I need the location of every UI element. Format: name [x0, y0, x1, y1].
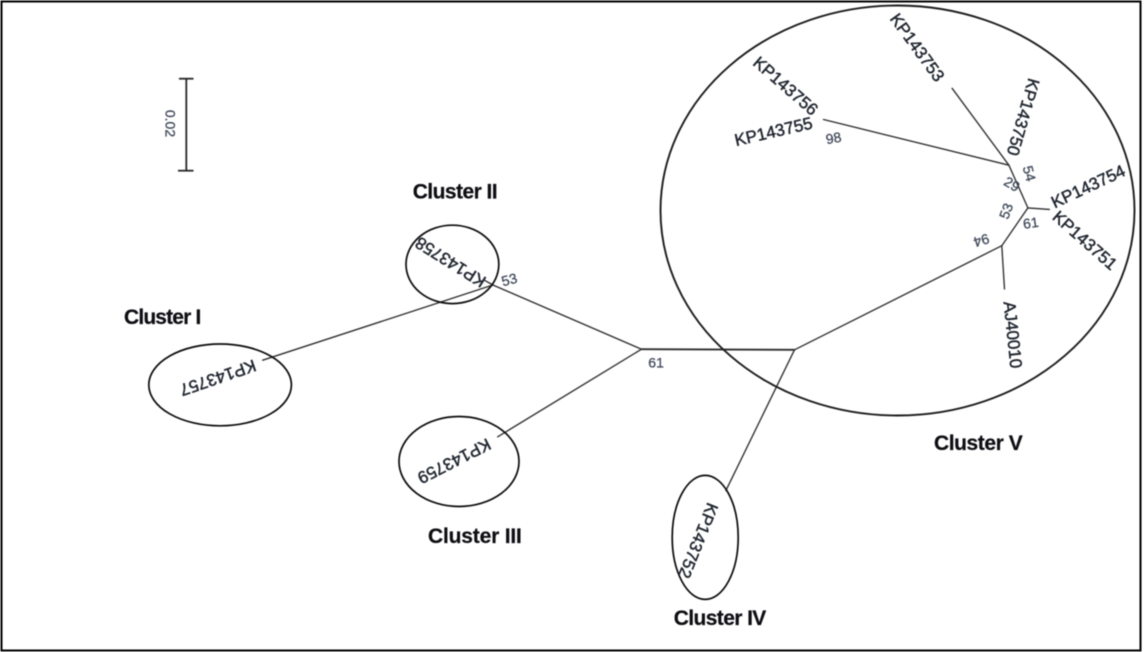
svg-text:94: 94: [972, 231, 992, 251]
svg-text:Cluster III: Cluster III: [428, 525, 522, 548]
svg-text:Cluster V: Cluster V: [934, 432, 1023, 455]
svg-text:61: 61: [648, 355, 664, 371]
svg-text:Cluster II: Cluster II: [413, 181, 497, 204]
svg-text:Cluster IV: Cluster IV: [674, 607, 767, 630]
svg-text:Cluster I: Cluster I: [124, 306, 200, 329]
svg-text:53: 53: [996, 201, 1016, 221]
svg-text:0.02: 0.02: [163, 110, 179, 137]
svg-text:61: 61: [1022, 214, 1040, 232]
svg-text:29: 29: [1001, 173, 1023, 195]
svg-text:53: 53: [500, 270, 519, 290]
svg-text:54: 54: [1020, 164, 1040, 183]
svg-text:98: 98: [824, 129, 842, 147]
